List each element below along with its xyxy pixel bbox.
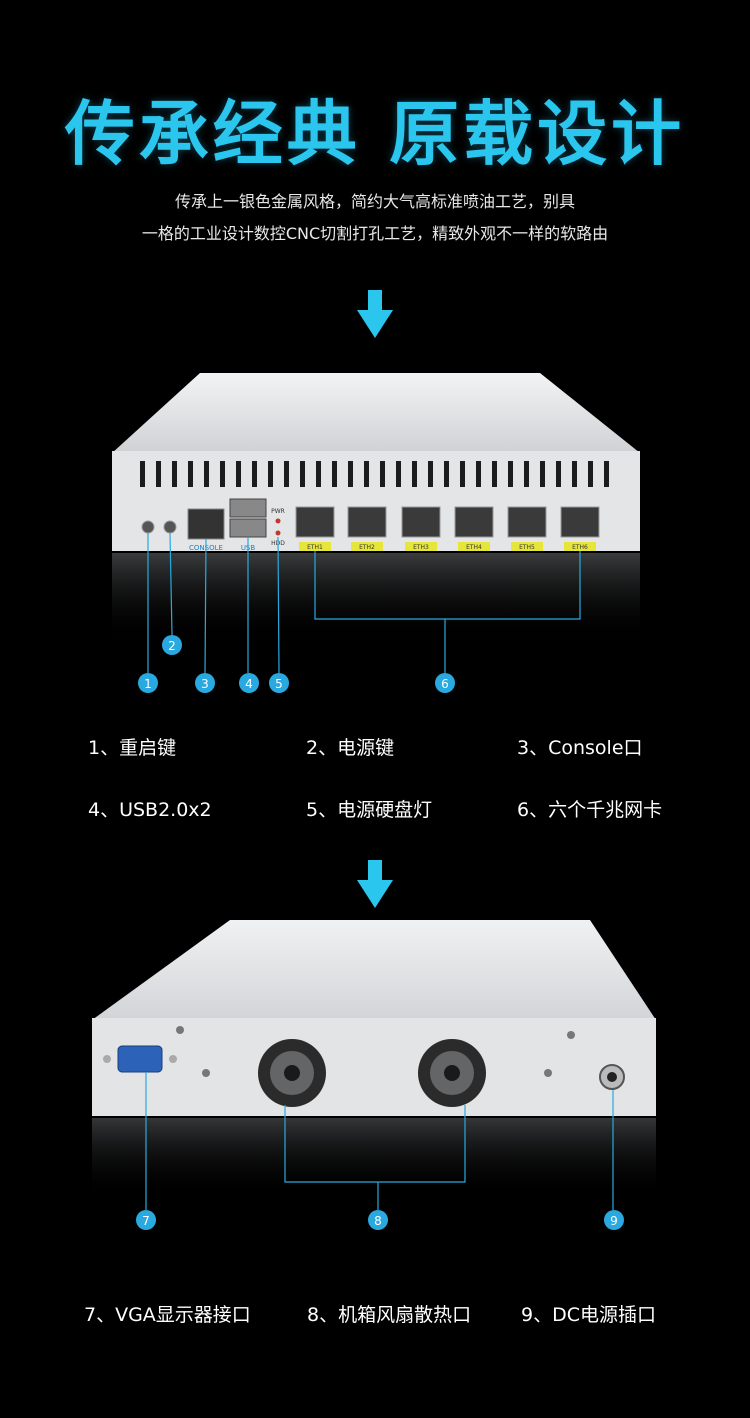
hdd-led [275, 530, 281, 536]
eth5-label: ETH5 [519, 544, 535, 551]
console-port [187, 508, 225, 540]
marker-2: 2 [168, 639, 176, 653]
front-panel-photo: CONSOLE USB PWR HDD ETH1 ETH2 ETH3 ETH4 … [112, 373, 640, 693]
feature-7: 7、VGA显示器接口 [84, 1304, 251, 1326]
vga-screw-right [169, 1055, 177, 1063]
marker-5: 5 [275, 677, 283, 691]
arrow-down-icon [357, 860, 393, 908]
eth4-label: ETH4 [466, 544, 482, 551]
screw-icon [176, 1026, 184, 1034]
marker-4: 4 [245, 677, 253, 691]
front-reflection [112, 553, 640, 643]
chassis-top [112, 373, 640, 453]
feature-3: 3、Console口 [517, 737, 643, 759]
eth-labels: ETH1 ETH2 ETH3 ETH4 ETH5 ETH6 [299, 542, 596, 551]
eth6-label: ETH6 [572, 544, 588, 551]
eth2-label: ETH2 [359, 544, 375, 551]
feature-5: 5、电源硬盘灯 [306, 799, 433, 821]
chassis-rear [92, 1018, 656, 1116]
chassis-top [92, 920, 656, 1020]
pwr-led [275, 518, 281, 524]
marker-1: 1 [144, 677, 152, 691]
callout-lines [145, 1072, 614, 1210]
screw-icon [202, 1069, 210, 1077]
screw-icon [544, 1069, 552, 1077]
pwr-label: PWR [271, 508, 285, 515]
usb-port-upper [229, 498, 267, 518]
rear-reflection [92, 1118, 656, 1198]
rear-panel-photo: 7 8 9 [92, 920, 656, 1230]
fan-grille-left [258, 1039, 326, 1107]
reset-button-hole [141, 520, 155, 534]
marker-9: 9 [610, 1214, 618, 1228]
screw-icon [567, 1031, 575, 1039]
marker-3: 3 [201, 677, 209, 691]
feature-2: 2、电源键 [306, 737, 395, 759]
eth1-label: ETH1 [307, 544, 323, 551]
usb-port-lower [229, 518, 267, 538]
callout-lines [147, 532, 581, 674]
eth-ports [295, 506, 600, 538]
marker-6: 6 [441, 677, 449, 691]
fan-grille-right [418, 1039, 486, 1107]
vga-port [117, 1045, 163, 1073]
subtitle-line-2: 一格的工业设计数控CNC切割打孔工艺，精致外观不一样的软路由 [141, 224, 609, 243]
dc-jack-pin [607, 1072, 617, 1082]
vent-slots [140, 461, 609, 487]
subtitle-line-1: 传承上一银色金属风格，简约大气高标准喷油工艺，别具 [174, 192, 575, 211]
rear-markers: 7 8 9 [136, 1210, 624, 1230]
marker-8: 8 [374, 1214, 382, 1228]
feature-6: 6、六个千兆网卡 [517, 799, 663, 821]
marker-7: 7 [142, 1214, 150, 1228]
feature-4: 4、USB2.0x2 [88, 799, 212, 821]
eth3-label: ETH3 [413, 544, 429, 551]
feature-8: 8、机箱风扇散热口 [307, 1304, 472, 1326]
front-markers: 1 2 3 4 5 6 [138, 635, 455, 693]
vga-screw-left [103, 1055, 111, 1063]
arrow-down-icon [357, 290, 393, 338]
power-button-hole [163, 520, 177, 534]
page-title: 传承经典 原载设计 [64, 93, 686, 175]
feature-9: 9、DC电源插口 [521, 1304, 656, 1326]
feature-1: 1、重启键 [88, 737, 177, 759]
